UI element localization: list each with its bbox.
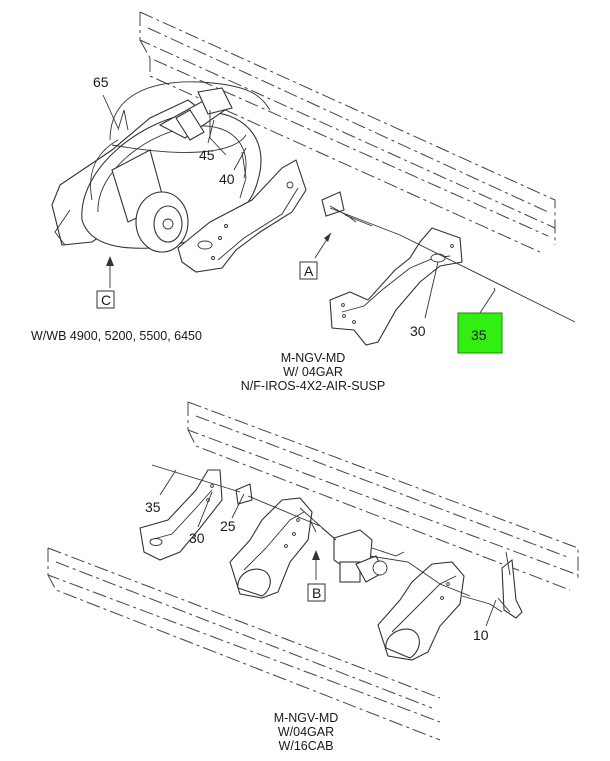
top-caption-line-2: W/ 04GAR bbox=[283, 365, 343, 379]
bottom-left-hanger bbox=[229, 497, 313, 599]
bottom-frame-rail-lower bbox=[47, 547, 441, 741]
callout-40: 40 bbox=[219, 171, 235, 187]
callout-35-highlighted[interactable]: 35 bbox=[457, 312, 503, 354]
callout-30-bottom: 30 bbox=[189, 530, 205, 546]
view-label-c: C bbox=[96, 290, 115, 309]
height-control-valve bbox=[497, 551, 523, 619]
bottom-caption-line-2: W/04GAR bbox=[278, 725, 334, 739]
view-arrow-c bbox=[106, 256, 114, 288]
view-arrow-b bbox=[312, 550, 320, 580]
callout-35-bottom: 35 bbox=[145, 499, 161, 515]
top-caption: M-NGV-MD W/ 04GAR N/F-IROS-4X2-AIR-SUSP bbox=[241, 351, 385, 393]
callout-45: 45 bbox=[199, 147, 215, 163]
top-frame-rail bbox=[139, 11, 556, 253]
right-hanger-bracket bbox=[329, 227, 463, 346]
rear-axle-assembly bbox=[51, 87, 262, 253]
bottom-caption: M-NGV-MD W/04GAR W/16CAB bbox=[274, 711, 339, 753]
bottom-assembly bbox=[47, 401, 579, 741]
leveling-valve-assembly bbox=[321, 527, 405, 583]
view-label-b-text: B bbox=[312, 585, 321, 601]
bottom-leader-lines bbox=[159, 469, 497, 627]
callout-30-top: 30 bbox=[410, 323, 426, 339]
bottom-caption-line-3: W/16CAB bbox=[279, 739, 334, 753]
bottom-frame-rail-upper bbox=[187, 401, 579, 591]
bottom-right-hanger bbox=[377, 561, 465, 661]
view-label-c-text: C bbox=[101, 292, 111, 308]
bottom-air-line-routing bbox=[151, 464, 503, 613]
wheelbase-note: W/WB 4900, 5200, 5500, 6450 bbox=[31, 329, 202, 343]
clip-bracket bbox=[321, 191, 357, 223]
top-assembly bbox=[51, 11, 576, 346]
left-hanger-bracket bbox=[177, 159, 307, 273]
top-leader-lines bbox=[102, 94, 496, 319]
view-label-a-text: A bbox=[304, 263, 314, 279]
top-caption-line-1: M-NGV-MD bbox=[281, 351, 346, 365]
air-line-routing bbox=[90, 81, 576, 323]
callout-25: 25 bbox=[220, 518, 236, 534]
callout-35-top: 35 bbox=[471, 327, 487, 343]
bottom-left-spring-bracket bbox=[139, 469, 223, 561]
callout-10: 10 bbox=[473, 627, 489, 643]
callout-65: 65 bbox=[93, 74, 109, 90]
bottom-caption-line-1: M-NGV-MD bbox=[274, 711, 339, 725]
view-label-b: B bbox=[307, 583, 326, 602]
view-arrow-a bbox=[314, 232, 332, 259]
highlight-box bbox=[457, 312, 503, 354]
top-caption-line-3: N/F-IROS-4X2-AIR-SUSP bbox=[241, 379, 385, 393]
view-label-a: A bbox=[299, 261, 318, 280]
